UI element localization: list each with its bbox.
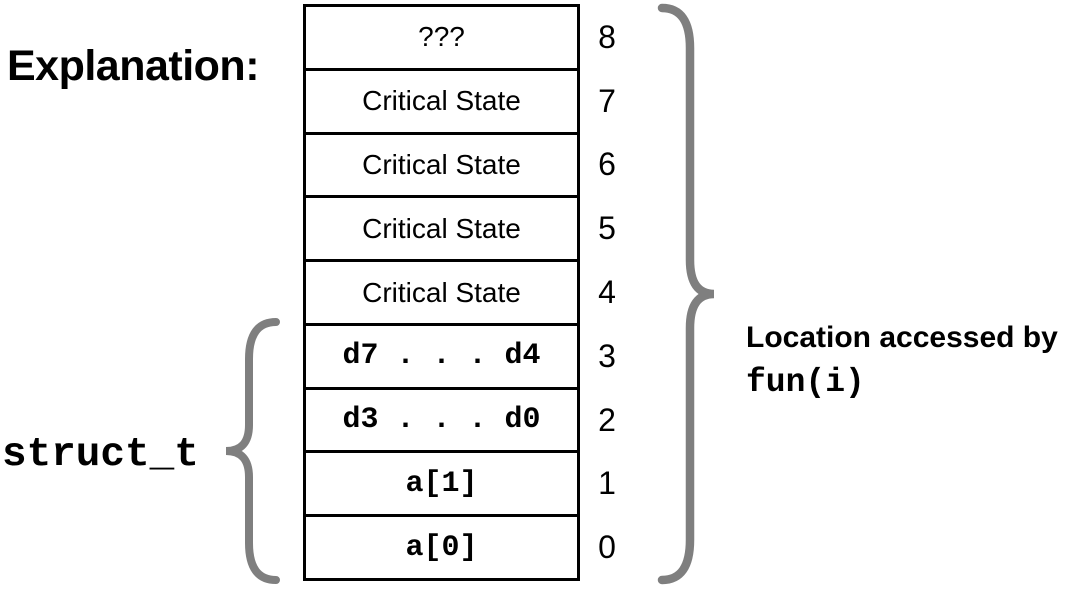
- row-index: 2: [598, 401, 616, 438]
- memory-cell-row-8: ???: [306, 7, 577, 71]
- cell-label: d3 . . . d0: [342, 403, 541, 438]
- row-index: 1: [598, 465, 616, 502]
- row-index: 4: [598, 274, 616, 311]
- memory-cell-row-2: d3 . . . d0: [306, 390, 577, 454]
- row-index: 6: [598, 146, 616, 183]
- memory-table: ??? Critical State Critical State Critic…: [303, 4, 580, 581]
- cell-label: Critical State: [362, 212, 521, 244]
- row-index: 3: [598, 337, 616, 374]
- page-title: Explanation:: [7, 42, 260, 90]
- row-index: 7: [598, 82, 616, 119]
- cell-label: a[0]: [405, 530, 478, 565]
- row-index: 0: [598, 529, 616, 566]
- memory-cell-row-7: Critical State: [306, 71, 577, 135]
- right-curly-brace-path: [657, 3, 715, 585]
- struct-type-label: struct_t: [2, 432, 199, 478]
- right-curly-brace: [657, 3, 715, 585]
- access-location-label: Location accessed by fun(i): [746, 321, 1058, 401]
- index-column: 8 7 6 5 4 3 2 1 0: [588, 4, 626, 581]
- row-index: 8: [598, 18, 616, 55]
- cell-label: Critical State: [362, 148, 521, 180]
- memory-cell-row-0: a[0]: [306, 517, 577, 578]
- cell-label: d7 . . . d4: [342, 339, 541, 374]
- cell-label: Critical State: [362, 276, 521, 308]
- memory-cell-row-6: Critical State: [306, 135, 577, 199]
- memory-cell-row-5: Critical State: [306, 198, 577, 263]
- access-location-text: Location accessed by: [746, 321, 1058, 354]
- left-curly-brace-path: [225, 318, 280, 584]
- cell-label: a[1]: [405, 466, 478, 501]
- memory-cell-row-1: a[1]: [306, 453, 577, 518]
- cell-label: ???: [418, 21, 465, 53]
- memory-cell-row-4: Critical State: [306, 262, 577, 326]
- access-function-call: fun(i): [746, 364, 865, 401]
- left-curly-brace: [225, 318, 280, 584]
- cell-label: Critical State: [362, 85, 521, 117]
- row-index: 5: [598, 210, 616, 247]
- memory-cell-row-3: d7 . . . d4: [306, 326, 577, 390]
